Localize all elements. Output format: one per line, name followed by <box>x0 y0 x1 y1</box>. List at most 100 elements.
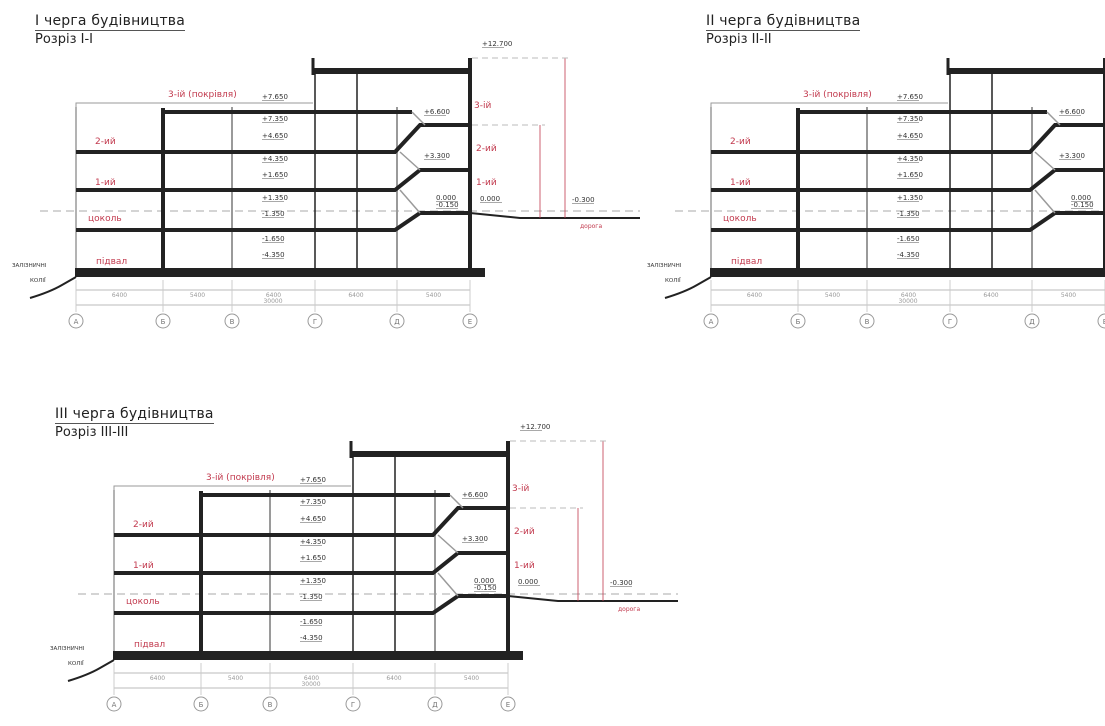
span-dimension: 6400 <box>266 292 281 299</box>
floor-label-r2: 2-ий <box>514 527 535 537</box>
axis-label: А <box>709 318 714 326</box>
floor-label-r2: 2-ий <box>476 144 497 154</box>
section-subtitle: Розріз III-III <box>55 425 129 440</box>
floor-slab <box>114 551 508 575</box>
elevation-mark: +4.350 <box>262 155 288 163</box>
stair-flight <box>449 494 464 509</box>
stair-flight <box>1046 111 1061 126</box>
elevation-mark: +4.650 <box>300 515 326 523</box>
floor-label-r1: 1-ий <box>476 178 497 188</box>
span-dimension: 6400 <box>901 292 916 299</box>
section-2: 6400540064006400540030000АБВГДЕ+7.650+7.… <box>647 58 1105 329</box>
stair-flight <box>437 534 459 554</box>
elevation-mark: -1.650 <box>300 618 323 626</box>
floor-slab <box>76 211 470 232</box>
elevation-mark: +6.600 <box>1059 108 1085 116</box>
elevation-mark: +7.350 <box>262 115 288 123</box>
axis-label: В <box>268 701 273 709</box>
floor-slab <box>711 123 1105 154</box>
axis-label: Д <box>1029 318 1035 326</box>
stair-flight <box>437 572 459 597</box>
floor-label-f2: 2-ий <box>95 137 116 147</box>
floor-label-roof: 3-ій (покрівля) <box>168 90 237 100</box>
railway-embankment <box>29 276 77 299</box>
elevation-mark: -0.150 <box>474 584 497 592</box>
elevation-mark: -1.650 <box>262 235 285 243</box>
floor-label-road: дорога <box>618 606 640 613</box>
elevation-mark: +7.650 <box>300 476 326 484</box>
axis-marker <box>1024 313 1040 329</box>
elevation-mark: +3.300 <box>1059 152 1085 160</box>
elevation-mark: +1.650 <box>300 554 326 562</box>
floor-label-plinth: цоколь <box>88 214 122 224</box>
span-dimension: 6400 <box>386 675 401 682</box>
axis-label: Г <box>351 701 355 709</box>
axis-label: А <box>74 318 79 326</box>
floor-label-road: дорога <box>580 223 602 230</box>
floor-label-f2: 2-ий <box>730 137 751 147</box>
span-dimension: 6400 <box>348 292 363 299</box>
axis-label: Д <box>432 701 438 709</box>
parapet-line <box>710 102 948 107</box>
axis-label: А <box>112 701 117 709</box>
axis-label: Б <box>796 318 801 326</box>
section-title: III черга будівництва <box>55 406 214 424</box>
floor-label-f1: 1-ий <box>95 178 116 188</box>
axis-label: Е <box>1103 318 1105 326</box>
railway-label: ЗАЛІЗНИЧНІ <box>647 263 682 269</box>
elevation-mark: -4.350 <box>300 634 323 642</box>
railway-embankment <box>67 659 115 682</box>
axis-label: Д <box>394 318 400 326</box>
floor-label-f1: 1-ий <box>133 561 154 571</box>
stair-flight <box>399 151 421 171</box>
floor-label-roof: 3-ій (покрівля) <box>206 473 275 483</box>
elevation-mark: +6.600 <box>424 108 450 116</box>
elevation-mark: -0.150 <box>436 201 459 209</box>
span-dimension: 6400 <box>150 675 165 682</box>
floor-label-roof: 3-ій (покрівля) <box>803 90 872 100</box>
parapet-line <box>75 102 313 107</box>
axis-marker <box>389 313 405 329</box>
span-dimension: 5400 <box>464 675 479 682</box>
span-dimension: 5400 <box>426 292 441 299</box>
elevation-mark: +6.600 <box>462 491 488 499</box>
stair-flight <box>399 189 421 214</box>
railway-embankment <box>664 276 712 299</box>
elevation-mark: 0.000 <box>474 577 494 585</box>
elevation-mark: 0.000 <box>436 194 456 202</box>
axis-label: В <box>865 318 870 326</box>
elevation-mark: 0.000 <box>1071 194 1091 202</box>
elevation-mark: +1.350 <box>300 577 326 585</box>
elevation-mark: +7.650 <box>897 93 923 101</box>
axis-marker <box>462 313 478 329</box>
railway-label: КОЛІЇ <box>30 277 46 284</box>
railway-label: КОЛІЇ <box>665 277 681 284</box>
stair-flight <box>1034 189 1056 214</box>
floor-label-basement: підвал <box>96 257 127 267</box>
elevation-mark: +12.700 <box>520 423 550 431</box>
section-2-title-block: II черга будівництва Розріз II-II <box>706 10 861 47</box>
span-dimension: 6400 <box>983 292 998 299</box>
elevation-mark: -0.300 <box>610 579 633 587</box>
elevation-mark: +7.350 <box>897 115 923 123</box>
elevation-mark: -0.150 <box>1071 201 1094 209</box>
floor-label-r3: 3-ій <box>512 484 529 494</box>
floor-label-basement: підвал <box>134 640 165 650</box>
railway-label: ЗАЛІЗНИЧНІ <box>50 646 85 652</box>
elevation-mark: -0.300 <box>572 196 595 204</box>
span-dimension: 6400 <box>112 292 127 299</box>
elevation-mark: +1.350 <box>262 194 288 202</box>
elevation-mark: +4.350 <box>300 538 326 546</box>
elevation-mark: +4.350 <box>897 155 923 163</box>
axis-label: В <box>230 318 235 326</box>
axis-marker <box>790 313 806 329</box>
axis-marker <box>859 313 875 329</box>
floor-slab <box>76 168 470 192</box>
total-dimension: 30000 <box>301 681 320 688</box>
axis-marker <box>155 313 171 329</box>
elevation-mark: +4.650 <box>262 132 288 140</box>
elevation-mark: -1.350 <box>300 593 323 601</box>
elevation-mark: +3.300 <box>424 152 450 160</box>
span-dimension: 5400 <box>825 292 840 299</box>
section-1-title-block: I черга будівництва Розріз I-I <box>35 10 186 47</box>
